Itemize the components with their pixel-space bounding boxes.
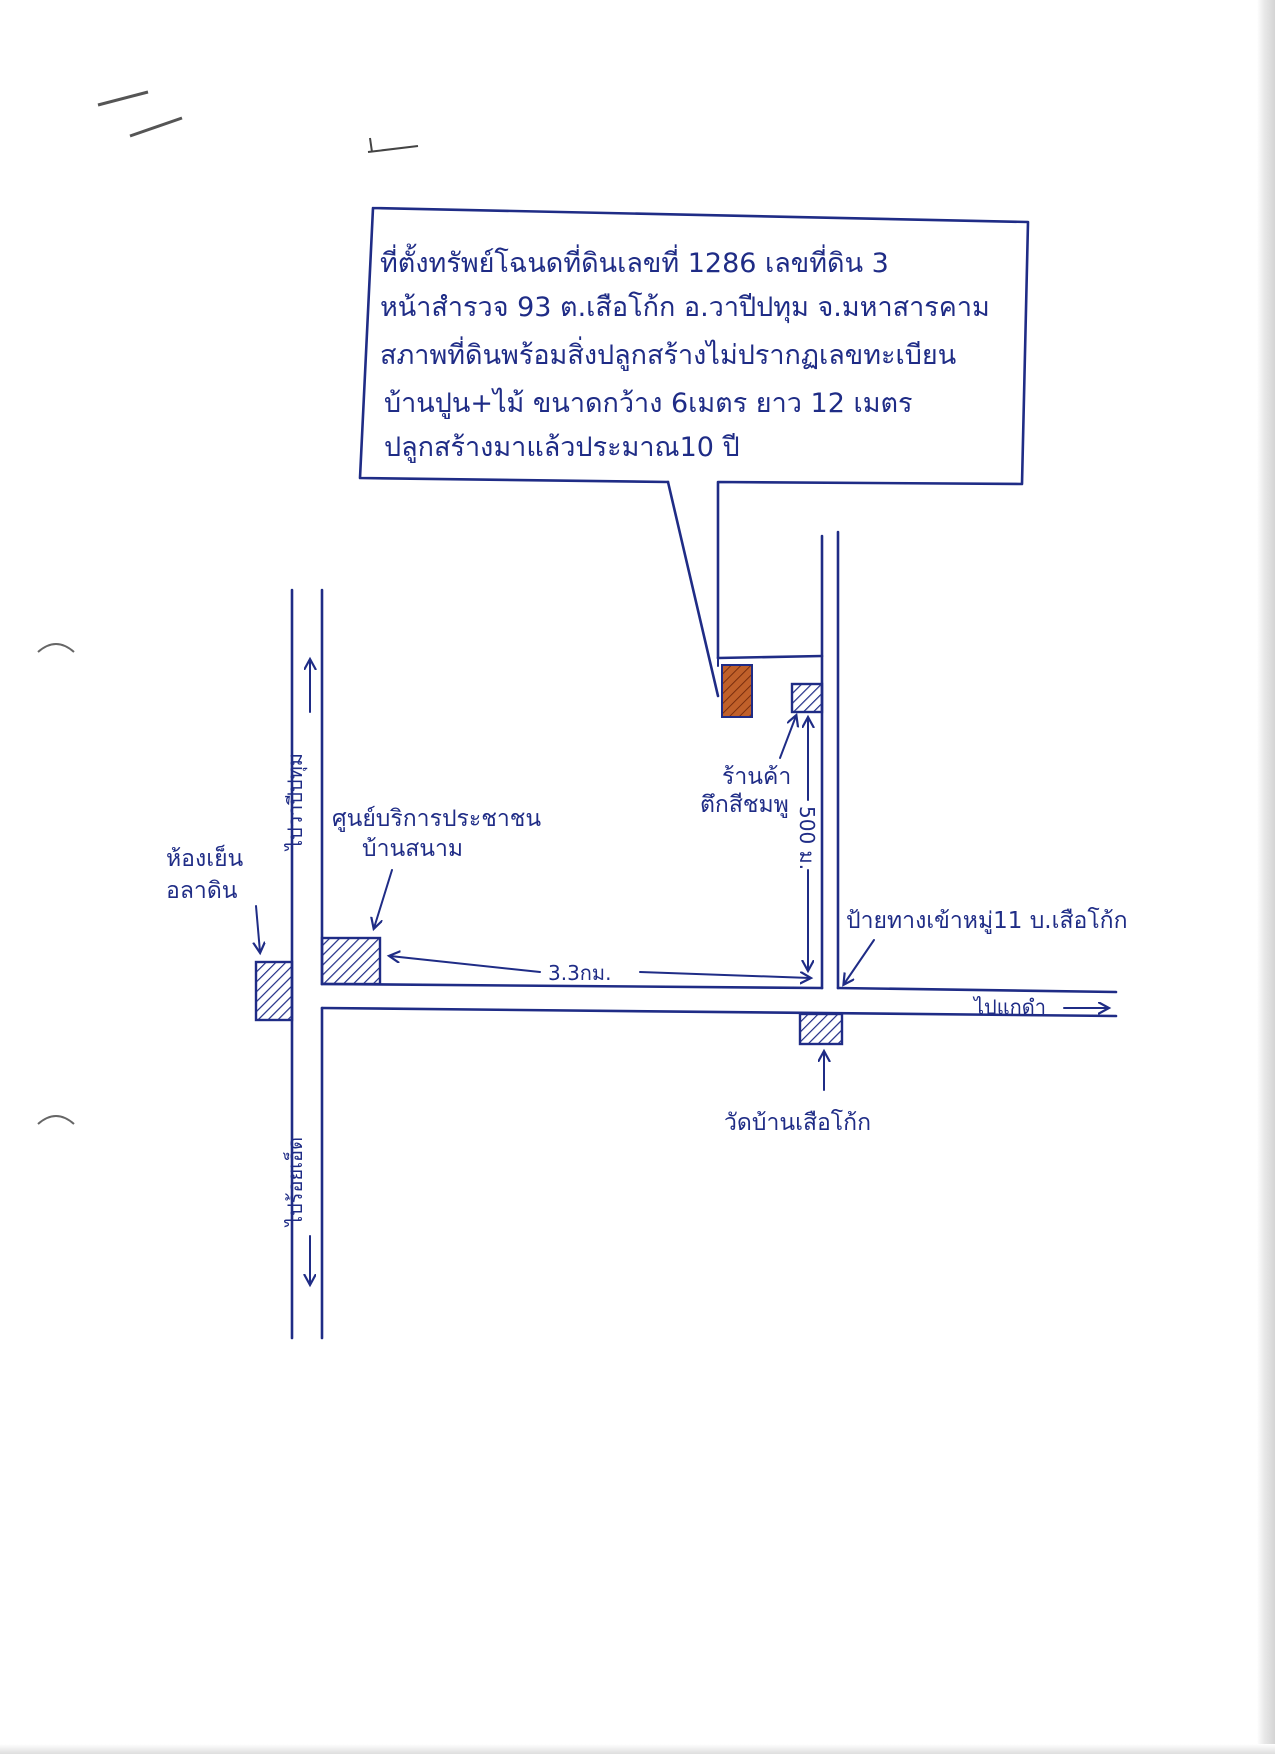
callout-line-1: ที่ตั้งทรัพย์โฉนดที่ดินเลขที่ 1286 เลขที… (380, 243, 889, 279)
to-wapi-pathum-label: ไปวาปีปทุม (283, 753, 308, 852)
cold-room-building-icon (254, 960, 294, 1022)
road-kae-dam (320, 982, 1118, 1018)
to-kae-dam-label: ไปแกดำ (972, 995, 1046, 1019)
distance-lane-label: 500 ม. (795, 806, 819, 870)
cold-room-arrow (256, 905, 260, 952)
distance-road-label: 3.3กม. (548, 961, 611, 985)
callout-line-4: บ้านปูน+ไม้ ขนาดกว้าง 6เมตร ยาว 12 เมตร (384, 388, 913, 419)
shop-label-line2: ตึกสีชมพู (700, 792, 789, 818)
cold-room-label-line2: อลาดิน (166, 878, 238, 904)
callout-text: ที่ตั้งทรัพย์โฉนดที่ดินเลขที่ 1286 เลขที… (380, 243, 990, 463)
service-center-building-icon (320, 936, 382, 986)
callout-line-3: สภาพที่ดินพร้อมสิ่งปลูกสร้างไม่ปรากฏเลขท… (380, 336, 956, 371)
property-building-icon (721, 664, 753, 718)
scan-edge-shadow (1257, 0, 1275, 1754)
village-sign-label: ป้ายทางเข้าหมู่11 บ.เสือโก้ก (846, 907, 1128, 934)
callout-box (358, 206, 1030, 660)
service-center-label-line1: ศูนย์บริการประชาชน (332, 805, 541, 832)
callout-line-5: ปลูกสร้างมาแล้วประมาณ10 ปี (384, 432, 740, 463)
cold-room-label-line1: ห้องเย็น (166, 843, 244, 872)
temple-label: วัดบ้านเสือโก้ก (724, 1109, 871, 1136)
shop-building-icon (790, 682, 824, 714)
shop-label-line1: ร้านค้า (722, 764, 791, 790)
scan-marks (37, 90, 419, 1125)
distance-road-arrow-left (390, 956, 541, 973)
callout-pointer (666, 480, 720, 698)
distance-road-arrow-right (639, 971, 810, 978)
shop-arrow (779, 716, 796, 759)
callout-line-2: หน้าสำรวจ 93 ต.เสือโก้ก อ.วาปีปทุม จ.มหา… (380, 292, 990, 324)
to-roi-et-label: ไปร้อยเอ็ด (282, 1137, 307, 1228)
village-sign-arrow (844, 939, 875, 984)
lane-to-property (716, 530, 840, 990)
scan-edge-shadow-bottom (0, 1744, 1275, 1754)
temple-building-icon (798, 1012, 844, 1046)
service-center-arrow (374, 869, 393, 928)
service-center-label-line2: บ้านสนาม (362, 836, 463, 862)
